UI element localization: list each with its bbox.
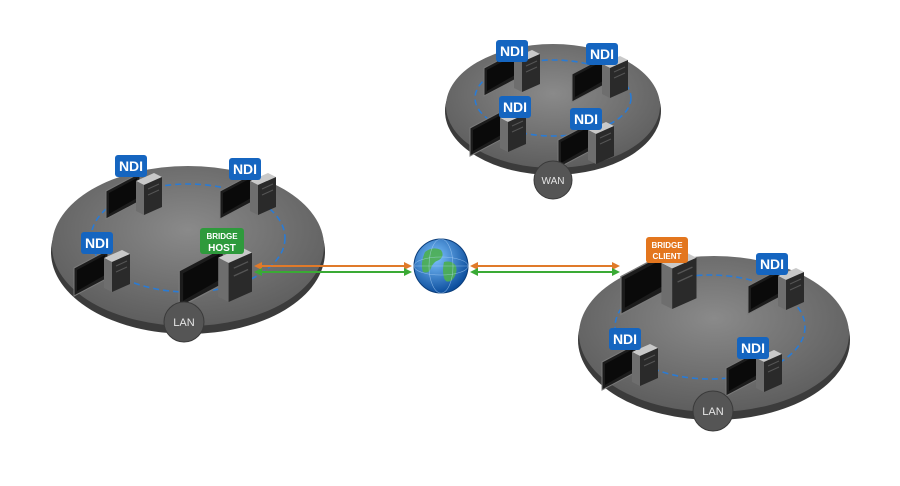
wan-label-badge: WAN bbox=[533, 160, 573, 200]
bridge-client-label-line1: BRIDGE bbox=[651, 241, 683, 250]
link-host-to-globe bbox=[254, 262, 412, 276]
bridge-host-badge: BRIDGE HOST bbox=[200, 228, 244, 254]
ndi-badge: NDI bbox=[570, 108, 602, 130]
lan-right-ring bbox=[614, 274, 806, 380]
ndi-badge-label: NDI bbox=[741, 340, 765, 356]
link-globe-to-client bbox=[470, 262, 620, 276]
lan-right-network: BRIDGE CLIENT NDI NDI NDI LAN bbox=[578, 237, 850, 432]
ndi-badge: NDI bbox=[81, 232, 113, 254]
ndi-badge-label: NDI bbox=[503, 99, 527, 115]
lan-left-label-badge: LAN bbox=[163, 301, 205, 343]
ndi-badge: NDI bbox=[229, 158, 261, 180]
bridge-client-badge: BRIDGE CLIENT bbox=[646, 237, 688, 263]
ndi-badge: NDI bbox=[737, 337, 769, 359]
ndi-badge: NDI bbox=[756, 253, 788, 275]
lan-left-network: NDI NDI NDI BRIDGE HOST LAN bbox=[51, 155, 325, 343]
wan-label: WAN bbox=[542, 176, 565, 187]
wan-ring bbox=[474, 59, 632, 137]
ndi-badge: NDI bbox=[586, 43, 618, 65]
ndi-badge: NDI bbox=[115, 155, 147, 177]
globe-icon bbox=[413, 238, 469, 294]
lan-left-label: LAN bbox=[173, 317, 194, 329]
ndi-badge-label: NDI bbox=[119, 158, 143, 174]
wan-top-network: NDI NDI NDI NDI WAN bbox=[445, 40, 661, 200]
ndi-badge-label: NDI bbox=[85, 235, 109, 251]
lan-right-label-badge: LAN bbox=[692, 390, 734, 432]
ndi-badge-label: NDI bbox=[500, 43, 524, 59]
bridge-client-label-line2: CLIENT bbox=[653, 252, 682, 261]
ndi-badge-label: NDI bbox=[760, 256, 784, 272]
ndi-badge-label: NDI bbox=[613, 331, 637, 347]
ndi-badge-label: NDI bbox=[590, 46, 614, 62]
ndi-badge-label: NDI bbox=[574, 111, 598, 127]
ndi-badge: NDI bbox=[609, 328, 641, 350]
bridge-host-label-line2: HOST bbox=[208, 243, 236, 254]
ndi-badge: NDI bbox=[496, 40, 528, 62]
bridge-host-label-line1: BRIDGE bbox=[206, 232, 238, 241]
lan-right-label: LAN bbox=[702, 406, 723, 418]
ndi-badge: NDI bbox=[499, 96, 531, 118]
ndi-badge-label: NDI bbox=[233, 161, 257, 177]
